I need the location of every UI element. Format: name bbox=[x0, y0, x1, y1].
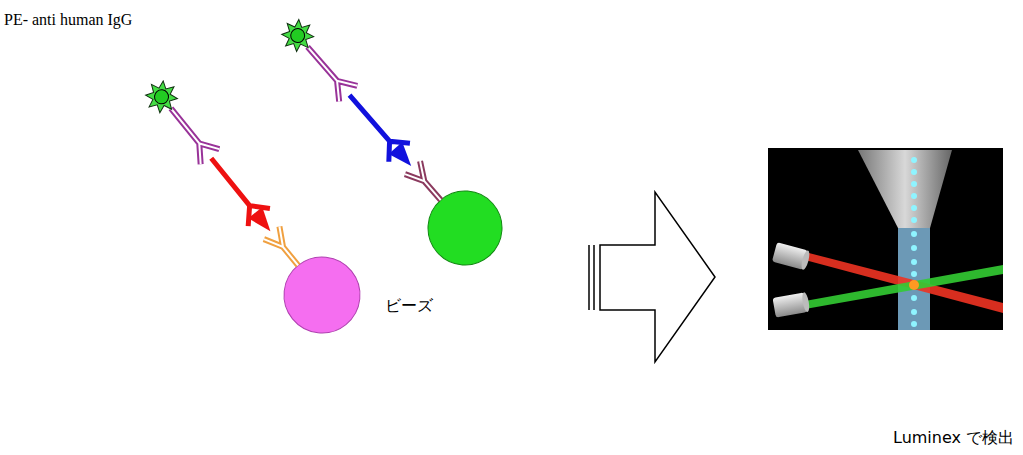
human-igg bbox=[200, 149, 270, 226]
luminex-photo bbox=[768, 148, 1003, 330]
human-igg bbox=[339, 86, 410, 162]
antibody-stack bbox=[259, 0, 517, 280]
capture-antibody bbox=[405, 161, 448, 207]
bead-label: ビーズ bbox=[385, 296, 433, 315]
bead bbox=[269, 242, 376, 349]
detection-antibody bbox=[162, 101, 220, 164]
caption-label: Luminex で検出 bbox=[893, 428, 1014, 447]
process-arrow bbox=[589, 192, 715, 362]
reagent-label: PE- anti human IgG bbox=[4, 10, 132, 29]
antibody-stack bbox=[122, 60, 376, 348]
antigen bbox=[248, 207, 277, 237]
capture-antibody bbox=[264, 227, 306, 272]
capture-antibody bbox=[264, 227, 306, 272]
antigen bbox=[389, 142, 418, 172]
detection-antibody bbox=[298, 39, 357, 102]
bead bbox=[413, 176, 517, 280]
capture-antibody bbox=[405, 161, 448, 207]
detection-antibody bbox=[298, 39, 357, 102]
detection-antibody bbox=[162, 101, 220, 164]
pe-fluorophore bbox=[139, 74, 184, 119]
pe-fluorophore bbox=[275, 13, 320, 58]
